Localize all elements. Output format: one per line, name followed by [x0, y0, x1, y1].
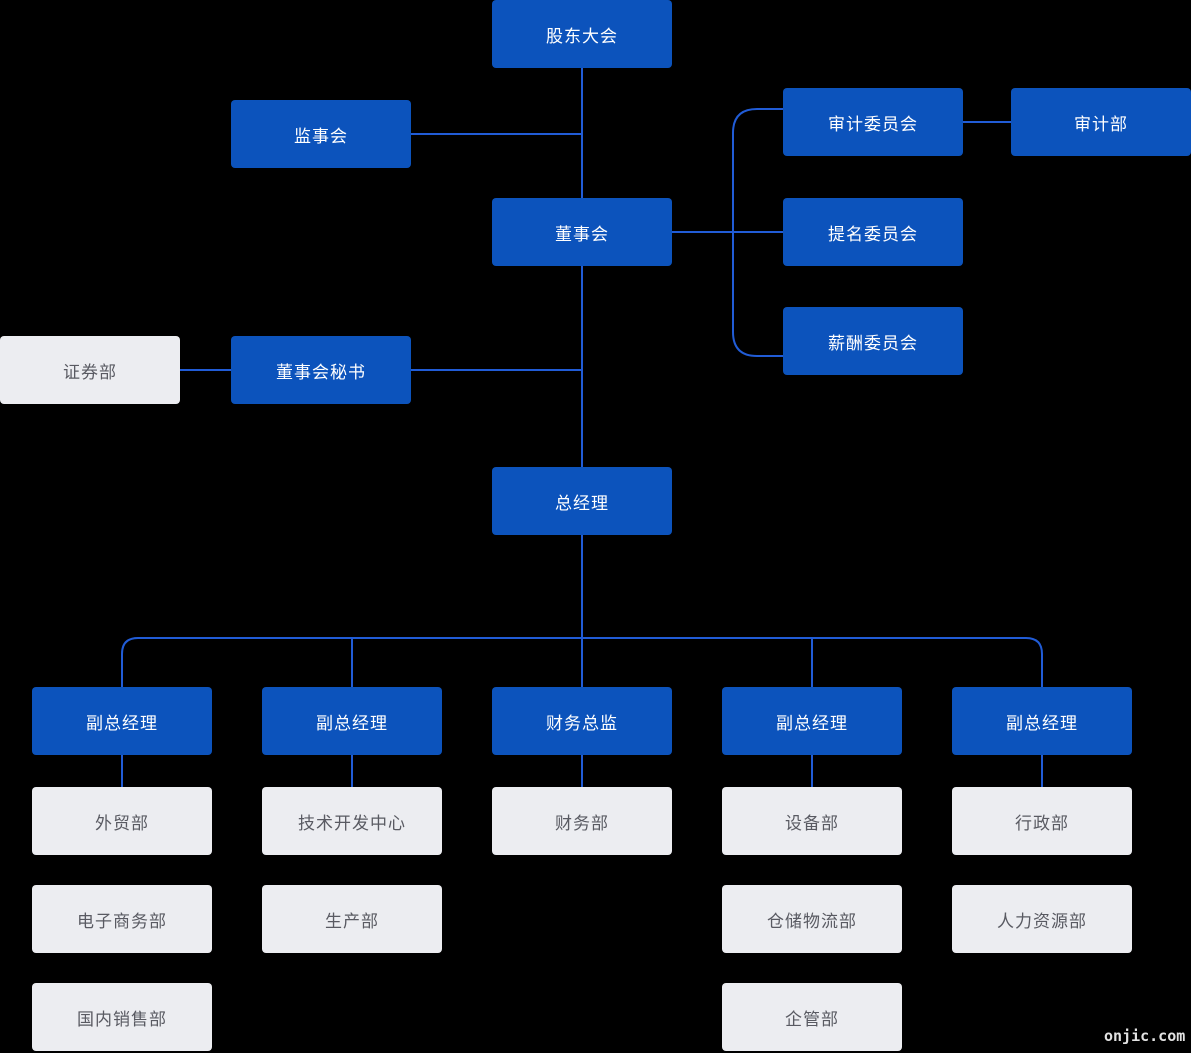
node-deputy-gm-2: 副总经理 [262, 687, 442, 755]
node-admin-dept: 行政部 [952, 787, 1132, 855]
node-warehouse-logistics-dept: 仓储物流部 [722, 885, 902, 953]
node-production-dept: 生产部 [262, 885, 442, 953]
node-cfo: 财务总监 [492, 687, 672, 755]
node-securities-department: 证券部 [0, 336, 180, 404]
node-enterprise-mgmt-dept: 企管部 [722, 983, 902, 1051]
node-equipment-dept: 设备部 [722, 787, 902, 855]
node-general-manager: 总经理 [492, 467, 672, 535]
node-tech-dev-center: 技术开发中心 [262, 787, 442, 855]
node-board-of-directors: 董事会 [492, 198, 672, 266]
node-shareholders-meeting: 股东大会 [492, 0, 672, 68]
node-deputy-gm-4: 副总经理 [952, 687, 1132, 755]
node-audit-department: 审计部 [1011, 88, 1191, 156]
node-foreign-trade-dept: 外贸部 [32, 787, 212, 855]
node-domestic-sales-dept: 国内销售部 [32, 983, 212, 1051]
node-ecommerce-dept: 电子商务部 [32, 885, 212, 953]
node-deputy-gm-3: 副总经理 [722, 687, 902, 755]
watermark: onjic.com [1104, 1027, 1186, 1045]
node-supervisory-board: 监事会 [231, 100, 411, 168]
node-deputy-gm-1: 副总经理 [32, 687, 212, 755]
node-compensation-committee: 薪酬委员会 [783, 307, 963, 375]
node-hr-dept: 人力资源部 [952, 885, 1132, 953]
node-board-secretary: 董事会秘书 [231, 336, 411, 404]
node-finance-dept: 财务部 [492, 787, 672, 855]
node-audit-committee: 审计委员会 [783, 88, 963, 156]
node-nomination-committee: 提名委员会 [783, 198, 963, 266]
edge-branch-rail [121, 637, 1043, 687]
edge-committee-bracket [732, 108, 783, 357]
